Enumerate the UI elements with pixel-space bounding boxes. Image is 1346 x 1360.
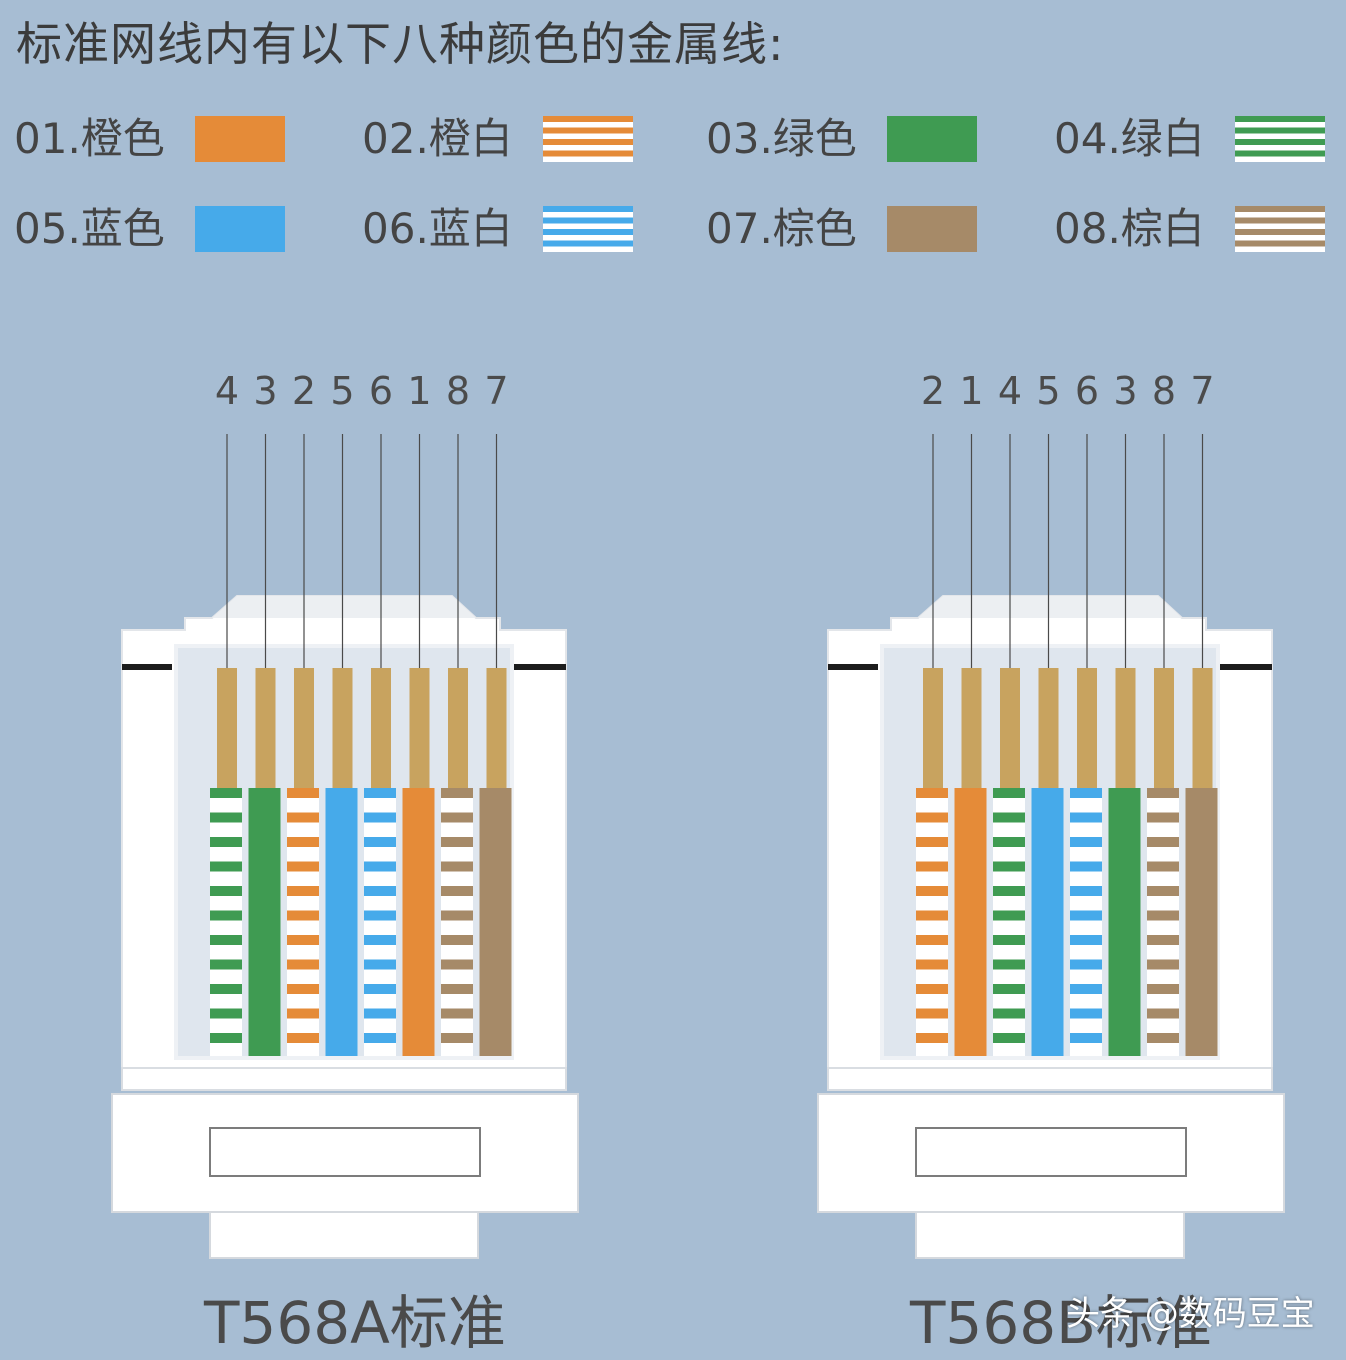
standard-label-t568b: T568B标准 [910,1289,1212,1357]
body-edge-line [514,664,566,670]
legend-item: 02.橙白 [362,114,642,164]
gold-contact [332,668,353,788]
pin-number: 3 [1113,369,1137,413]
legend-item: 01.橙色 [14,114,294,164]
plug-tray [121,1067,567,1091]
legend-item: 08.棕白 [1054,204,1334,254]
plug-latch [209,1211,479,1259]
gold-contact [1077,668,1097,788]
pin-number: 4 [998,369,1022,413]
plug-front [817,1093,1285,1213]
striped-swatch [1235,116,1325,162]
pin-number: 5 [330,369,354,413]
solid-swatch [195,116,285,162]
striped-swatch [543,116,633,162]
body-edge-line [828,664,878,670]
pin-number: 6 [1075,369,1099,413]
gold-contact [923,668,943,788]
gold-contact [1038,668,1059,788]
page-title: 标准网线内有以下八种颜色的金属线: [16,17,785,71]
pin-number: 8 [446,369,470,413]
legend-label: 05.蓝色 [14,204,165,253]
plug-latch [915,1211,1185,1259]
gold-contact [486,668,507,788]
gold-contact [448,668,468,788]
legend-item: 05.蓝色 [14,204,294,254]
legend-label: 03.绿色 [706,114,857,163]
striped-swatch [1235,206,1325,252]
gold-contact [409,668,430,788]
legend-item: 03.绿色 [706,114,986,164]
pin-number: 4 [215,369,239,413]
body-edge-line [1220,664,1272,670]
solid-swatch [195,206,285,252]
legend-item: 07.棕色 [706,204,986,254]
watermark: 头条 @数码豆宝 [1066,1294,1315,1334]
pin-number: 1 [959,369,983,413]
striped-wire [287,788,319,1056]
legend-label: 01.橙色 [14,114,165,163]
legend-label: 02.橙白 [362,114,513,163]
pin-number: 1 [407,369,431,413]
pin-number: 7 [1190,369,1214,413]
pin-number: 8 [1152,369,1176,413]
striped-wire [441,788,473,1056]
plug-tray [827,1067,1273,1091]
solid-swatch [887,116,977,162]
solid-wire [1031,788,1064,1056]
legend-label: 08.棕白 [1054,204,1205,253]
gold-contact [1000,668,1020,788]
solid-wire [479,788,512,1056]
solid-wire [1108,788,1141,1056]
gold-contact [294,668,314,788]
gold-contact [961,668,982,788]
gold-contact [1154,668,1174,788]
gold-contact [255,668,276,788]
solid-wire [248,788,281,1056]
pin-number: 7 [484,369,508,413]
standard-label-t568a: T568A标准 [204,1289,506,1357]
solid-wire [954,788,987,1056]
gold-contact [1115,668,1136,788]
solid-wire [1185,788,1218,1056]
striped-wire [210,788,242,1056]
solid-swatch [887,206,977,252]
pin-number: 5 [1036,369,1060,413]
solid-wire [325,788,358,1056]
striped-wire [1147,788,1179,1056]
solid-wire [402,788,435,1056]
legend-item: 06.蓝白 [362,204,642,254]
legend-label: 04.绿白 [1054,114,1205,163]
body-edge-line [122,664,172,670]
legend-label: 07.棕色 [706,204,857,253]
gold-contact [217,668,237,788]
striped-swatch [543,206,633,252]
legend-item: 04.绿白 [1054,114,1334,164]
pin-number: 2 [292,369,316,413]
legend-label: 06.蓝白 [362,204,513,253]
gold-contact [1192,668,1213,788]
front-slot [209,1127,481,1177]
striped-wire [993,788,1025,1056]
pin-number: 6 [369,369,393,413]
pin-number: 2 [921,369,945,413]
front-slot [915,1127,1187,1177]
striped-wire [364,788,396,1056]
striped-wire [1070,788,1102,1056]
striped-wire [916,788,948,1056]
pin-number: 3 [253,369,277,413]
gold-contact [371,668,391,788]
